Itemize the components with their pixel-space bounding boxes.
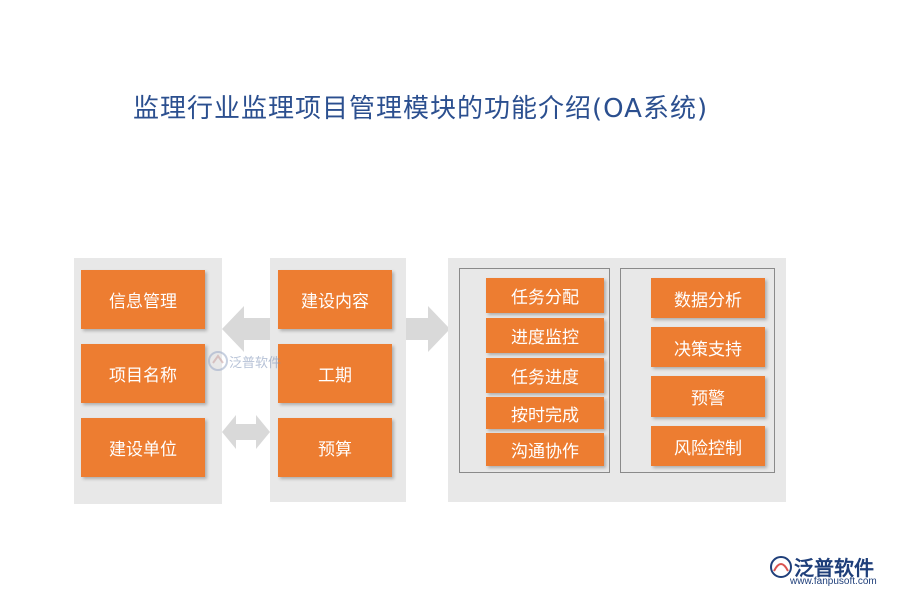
right-box-data-analysis: 数据分析 bbox=[651, 278, 765, 318]
double-arrow-icon bbox=[222, 415, 270, 449]
middle-box-budget: 预算 bbox=[278, 418, 392, 477]
left-box-project-name: 项目名称 bbox=[81, 344, 205, 403]
middle-box-construction-content: 建设内容 bbox=[278, 270, 392, 329]
right-box-task-progress: 任务进度 bbox=[486, 358, 604, 393]
brand-logo-icon bbox=[770, 555, 792, 578]
brand-logo: 泛普软件 bbox=[768, 552, 874, 581]
middle-box-duration: 工期 bbox=[278, 344, 392, 403]
right-box-task-assignment: 任务分配 bbox=[486, 278, 604, 313]
page-title: 监理行业监理项目管理模块的功能介绍(OA系统) bbox=[133, 94, 709, 124]
watermark: 泛普软件 bbox=[207, 350, 281, 372]
arrow-right-icon bbox=[406, 306, 450, 352]
right-box-on-time-completion: 按时完成 bbox=[486, 397, 604, 429]
brand-url: www.fanpusoft.com bbox=[790, 576, 877, 587]
watermark-logo-icon bbox=[208, 351, 228, 371]
arrow-left-icon bbox=[222, 306, 270, 352]
brand-name: 泛普软件 bbox=[794, 556, 874, 580]
left-box-info-management: 信息管理 bbox=[81, 270, 205, 329]
right-box-communication: 沟通协作 bbox=[486, 433, 604, 466]
right-box-risk-control: 风险控制 bbox=[651, 426, 765, 466]
right-box-warning: 预警 bbox=[651, 376, 765, 417]
right-box-progress-monitoring: 进度监控 bbox=[486, 318, 604, 353]
right-box-decision-support: 决策支持 bbox=[651, 327, 765, 367]
watermark-text: 泛普软件 bbox=[229, 355, 282, 371]
left-box-construction-unit: 建设单位 bbox=[81, 418, 205, 477]
